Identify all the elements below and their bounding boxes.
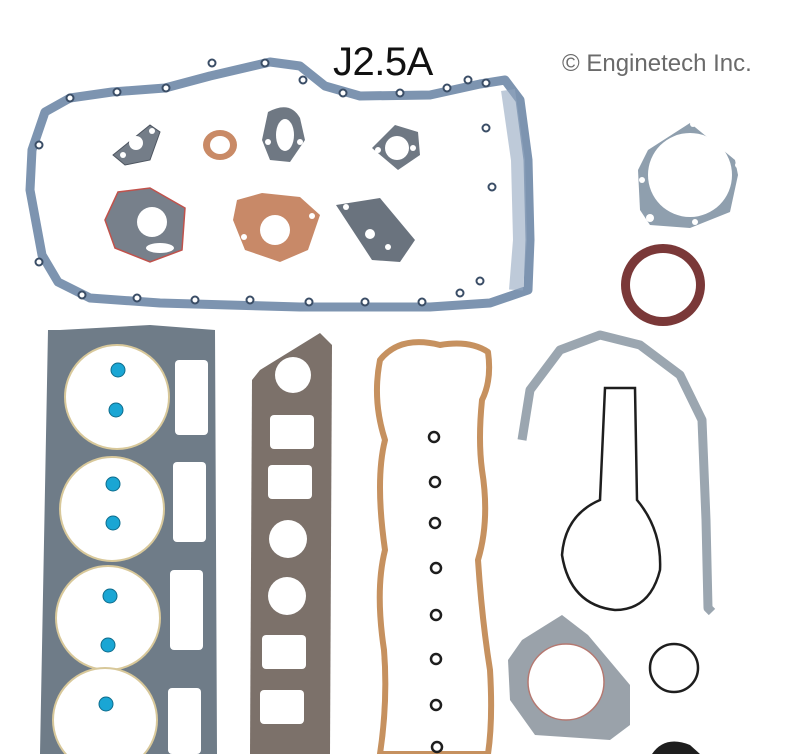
part-number-label: J2.5A <box>333 40 433 84</box>
valve-stem-o-rings <box>427 430 444 754</box>
cylinder-head-gasket <box>40 325 217 754</box>
small-steel-gasket-1 <box>112 124 161 166</box>
cork-valve-cover-gasket <box>373 339 495 754</box>
oil-pan-gasket <box>25 57 535 312</box>
fiber-thermostat-gasket <box>233 193 320 262</box>
timing-cover-gasket <box>517 330 716 616</box>
small-steel-gasket-4 <box>104 187 186 263</box>
rear-main-seal <box>621 244 705 326</box>
copyright-label: © Enginetech Inc. <box>562 50 752 77</box>
partial-seal <box>652 741 700 754</box>
small-steel-gasket-2 <box>262 107 305 162</box>
small-steel-gasket-3 <box>372 125 420 170</box>
water-pump-gasket <box>638 121 741 228</box>
small-o-ring <box>648 642 700 694</box>
intake-exhaust-manifold-gasket <box>250 333 332 754</box>
small-steel-gasket-5 <box>336 198 415 262</box>
oil-pump-o-ring <box>560 386 662 612</box>
water-pump-gasket-lower <box>508 615 630 740</box>
